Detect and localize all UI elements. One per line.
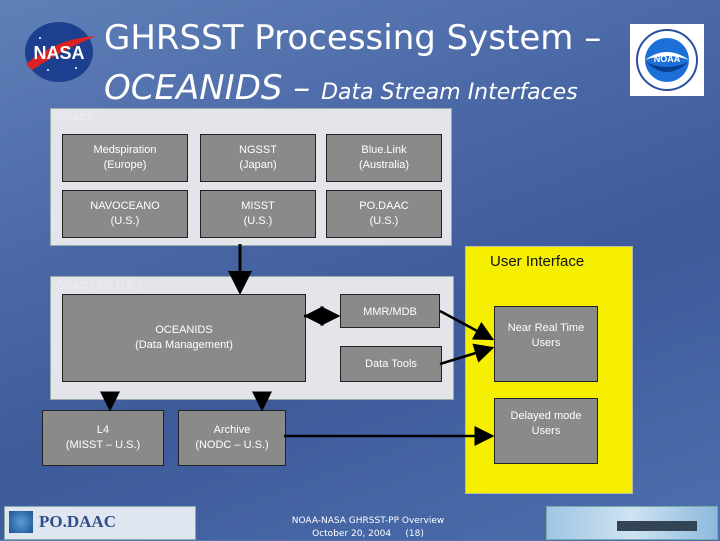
- tools-to-nrt-arrow: [439, 343, 495, 366]
- delayed-mode-users-box: Delayed mode Users: [494, 398, 598, 464]
- rdac-medspiration: Medspiration (Europe): [62, 134, 188, 182]
- user-interface-label: User Interface: [490, 253, 585, 270]
- oceanids-box: OCEANIDS (Data Management): [62, 294, 306, 382]
- rdacs-label: RDACs: [56, 112, 93, 124]
- rdac-bluelink: Blue.Link (Australia): [326, 134, 442, 182]
- data-tools-box: Data Tools: [340, 346, 442, 382]
- earth-icon: [9, 511, 33, 533]
- nasa-logo: NASA: [18, 18, 100, 86]
- title-line-2: OCEANIDS – Data Stream Interfaces: [104, 68, 578, 108]
- podaac-logo-text: PO.DAAC: [39, 512, 116, 531]
- svg-text:NASA: NASA: [33, 43, 84, 63]
- title-line-2-main: OCEANIDS –: [104, 68, 311, 108]
- footer-line-2: October 20, 2004 (18): [312, 529, 424, 539]
- mmr-mdb-box: MMR/MDB: [340, 294, 440, 328]
- title-line-1: GHRSST Processing System –: [104, 18, 602, 58]
- rdac-podaac: PO.DAAC (U.S.): [326, 190, 442, 238]
- rdac-misst: MISST (U.S.): [200, 190, 316, 238]
- rdac-navoceano: NAVOCEANO (U.S.): [62, 190, 188, 238]
- title-line-2-sub: Data Stream Interfaces: [321, 80, 578, 105]
- rdac-ngsst: NGSST (Japan): [200, 134, 316, 182]
- noaa-logo: NOAA: [630, 24, 704, 96]
- gdac-label: GDAC (JPL U.S.): [56, 280, 142, 292]
- archive-box: Archive (NODC – U.S.): [178, 410, 286, 466]
- footer: NOAA-NASA GHRSST-PP Overview October 20,…: [270, 515, 466, 541]
- nodc-logo: [546, 506, 718, 540]
- l4-box: L4 (MISST – U.S.): [42, 410, 164, 466]
- near-real-time-users-box: Near Real Time Users: [494, 306, 598, 382]
- podaac-logo: PO.DAAC: [4, 506, 196, 540]
- ship-icon: [617, 521, 697, 531]
- mmr-to-nrt-arrow: [439, 309, 495, 341]
- footer-line-1: NOAA-NASA GHRSST-PP Overview: [291, 516, 445, 526]
- svg-text:NOAA: NOAA: [654, 54, 681, 64]
